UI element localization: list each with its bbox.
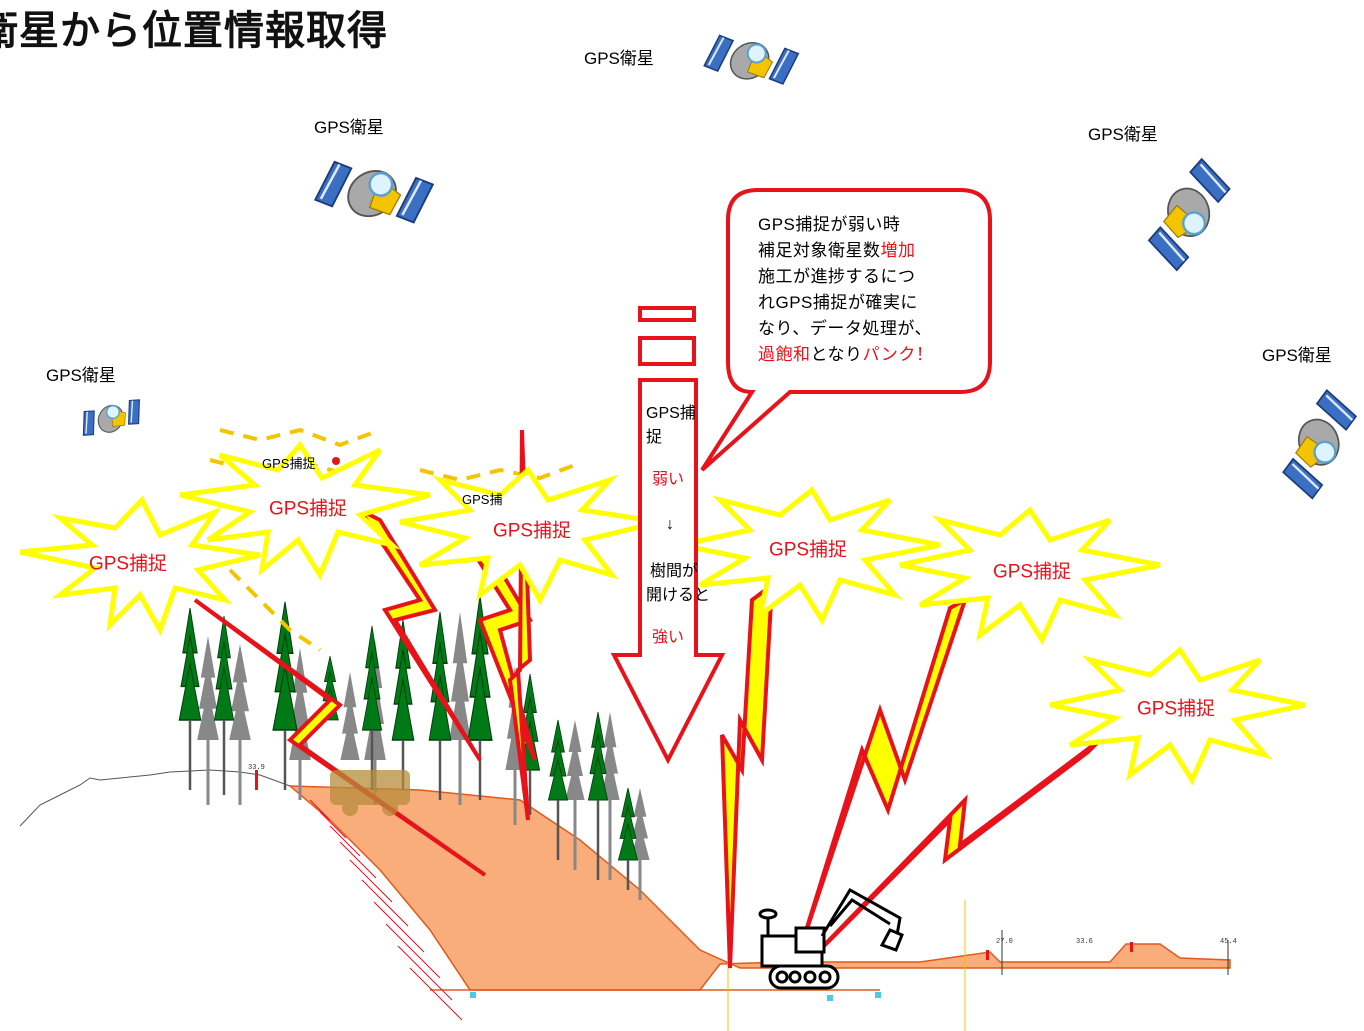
callout-line-1: GPS捕捉が弱い時 [758,215,901,234]
arrow-down-glyph: ↓ [666,516,674,533]
arrow-text-2: 捉 [646,429,663,446]
satellite-label-3: GPS衛星 [1088,125,1158,144]
bolt-6 [798,595,969,951]
burst-label-3: GPS捕捉 [492,520,572,542]
bolt-7 [803,738,1102,967]
hatch-lines [309,799,463,1021]
bolt-2 [354,504,482,762]
burst-label-6: GPS捕捉 [1136,698,1216,720]
satellite-label-4: GPS衛星 [46,366,116,385]
callout-line-4: れGPS捕捉が確実に [758,293,918,312]
callout-line-2-highlight: 増加 [880,241,916,260]
tick-label-2: 27.0 [996,938,1013,946]
bolt-1 [193,598,487,877]
callout-line-3: 施工が進捗するにつ [758,267,916,286]
excavator-icon [758,887,904,990]
down-arrow [610,306,726,765]
arrow-text-1: GPS捕 [646,405,696,422]
callout-line-2: 補足対象衛星数増加 [758,238,968,264]
satellite-icon-3 [1130,152,1248,277]
callout-line-6-text: となり [810,345,863,364]
satellite-icon-5 [1260,382,1364,506]
callout-text: GPS捕捉が弱い時 補足対象衛星数増加 施工が進捗するにつ れGPS捕捉が確実に… [758,212,968,368]
burst-label-4: GPS捕捉 [768,539,848,561]
burst-label-2: GPS捕捉 [268,498,348,520]
callout-bubble [700,188,992,472]
satellite-label-1: GPS衛星 [584,49,654,68]
faded-burst-label-2: GPS捕 [462,492,503,507]
callout-line-6-highlight-2: パンク！ [862,345,934,364]
page-title: 衛星から位置情報取得 [0,9,388,53]
burst-4 [679,486,941,626]
callout-line-6: 過飽和となりパンク！ [758,342,968,368]
faded-dashes [209,427,576,652]
burst-5 [899,506,1161,646]
satellite-icon-2 [302,121,446,263]
burst-label-1: GPS捕捉 [88,553,168,575]
burst-6 [1049,646,1306,786]
markers [255,457,1133,960]
satellite-label-2: GPS衛星 [314,118,384,137]
satellite-icon-4 [72,378,150,458]
arrow-text-3: 樹間が [650,563,699,580]
excavator-faded-icon [330,770,410,816]
arrow-text-4: 開けると [646,587,711,604]
satellite-icon-1 [694,3,809,116]
tick-label-3: 33.6 [1076,938,1093,946]
burst-label-5: GPS捕捉 [992,561,1072,583]
lightning-bolts [193,429,1102,969]
arrow-strong-label: 強い [652,629,685,646]
trunks [206,740,642,900]
callout-line-2-text: 補足対象衛星数 [758,241,881,260]
faded-burst-label-1: GPS捕捉 [262,456,316,471]
callout-line-6-highlight-1: 過飽和 [758,345,811,364]
terrain-line [19,769,291,827]
burst-1 [19,495,261,636]
burst-3 [399,466,661,606]
cut-fill-area [287,785,1231,991]
starbursts [19,440,1306,786]
arrow-weak-label: 弱い [652,471,685,488]
tick-label-4: 45.4 [1220,938,1237,946]
burst-2 [179,440,431,581]
callout-line-5: なり、データ処理が、 [758,319,932,338]
tick-label-1: 33.9 [248,764,265,772]
satellite-label-5: GPS衛星 [1262,346,1332,365]
bolt-5 [720,580,775,969]
